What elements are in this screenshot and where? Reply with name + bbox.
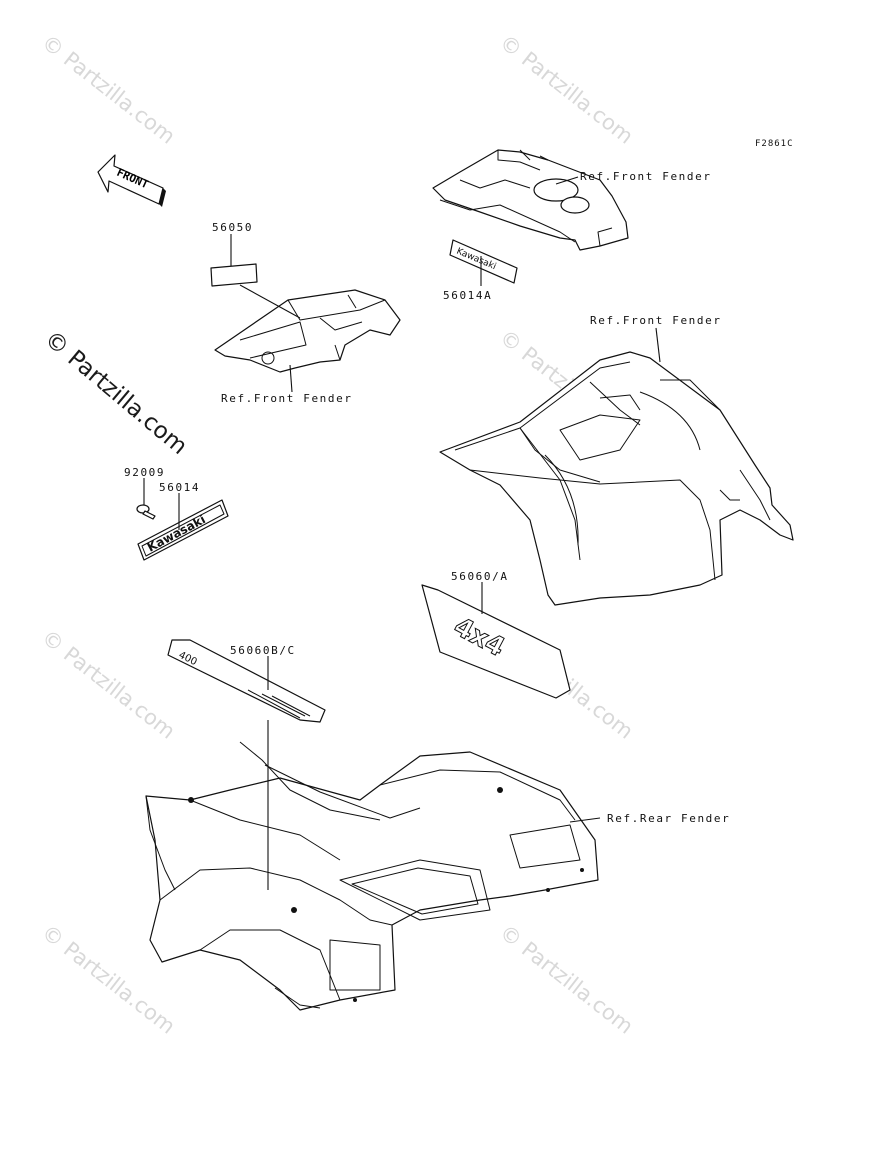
label-56014: 56014: [159, 481, 201, 494]
label-92009: 92009: [124, 466, 166, 479]
label-ref-front-fender-1: Ref.Front Fender: [580, 170, 712, 183]
leader-lines: [143, 176, 661, 890]
decal-kawasaki-emblem-text: Kawasaki: [145, 512, 208, 554]
label-56014A: 56014A: [443, 289, 493, 302]
label-56060A: 56060/A: [451, 570, 509, 583]
decal-56014A: Kawasaki: [449, 239, 518, 284]
label-ref-rear-fender: Ref.Rear Fender: [607, 812, 731, 825]
label-ref-front-fender-3: Ref.Front Fender: [590, 314, 722, 327]
front-fender-cover-part: [432, 149, 629, 251]
rear-fender-part: [145, 741, 599, 1011]
decal-56014-emblem: Kawasaki: [137, 499, 229, 561]
label-ref-front-fender-2: Ref.Front Fender: [221, 392, 353, 405]
figure-code: F2861C: [755, 139, 794, 149]
label-56060BC: 56060B/C: [230, 644, 296, 657]
bolt-92009-icon: [136, 504, 156, 520]
front-fender-inner-part: [214, 289, 401, 373]
decal-56050: [210, 263, 258, 287]
front-arrow-icon: FRONT: [97, 154, 166, 207]
label-56050: 56050: [212, 221, 254, 234]
decal-56060A-4x4: 4x4: [421, 584, 571, 699]
front-fender-large-part: [439, 351, 794, 606]
